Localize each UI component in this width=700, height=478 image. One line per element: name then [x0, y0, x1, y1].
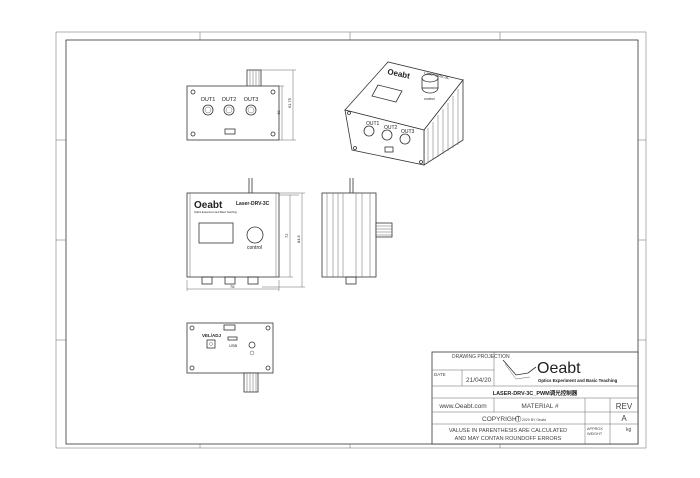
- drawing-title: LASER-DRV-3C_PWM调光控制器: [493, 389, 578, 397]
- inner-border: [65, 39, 639, 445]
- drawing-projection-label: DRAWING PROJECTION: [452, 354, 510, 360]
- dimension-label: 76: [230, 284, 235, 289]
- side-view: [321, 178, 393, 285]
- bottom-view: VEL/ADJ USB: [186, 322, 274, 393]
- brand-logo: Oeabt: [194, 200, 223, 211]
- port-label: OUT3: [244, 97, 259, 103]
- weight-label: WEIGHT: [587, 432, 603, 436]
- logo-text: Oeabt: [537, 360, 581, 377]
- brand-subtitle: Optics Experiment and Basic Teaching: [194, 211, 237, 214]
- rev-value: A: [621, 414, 627, 423]
- usb-label: USB: [229, 343, 238, 348]
- dimension-label: 40: [276, 110, 281, 115]
- logo-subtitle: Optics Experiment and Basic Teaching: [538, 378, 618, 383]
- model-label: Laser-DRV-3C: [236, 201, 270, 207]
- rear-view: OUT1 OUT2 OUT3 40 61.75: [186, 69, 296, 141]
- copyright-label: COPYRIGHT: [482, 416, 521, 423]
- port-label: OUT1: [201, 97, 216, 103]
- date-value: 21/04/20: [466, 377, 492, 384]
- port-label: OUT2: [384, 125, 398, 131]
- title-block: DRAWING PROJECTION DATE 21/04/20 Oeabt O…: [431, 351, 639, 445]
- note-line-1: VALUSE IN PARENTHESIS ARE CALCULATED: [449, 428, 567, 434]
- rev-label: REV: [616, 402, 633, 411]
- border-ticks: [56, 32, 646, 448]
- model-label: Laser-DRV-3C: [424, 70, 451, 80]
- front-view: Oeabt Optics Experiment and Basic Teachi…: [186, 178, 305, 291]
- isometric-view: Oeabt Laser-DRV-3C control OUT1 OUT2 OUT…: [344, 61, 464, 166]
- date-label: DATE: [434, 372, 446, 377]
- material-label: MATERIAL #: [521, 403, 559, 410]
- website-label: www.Oeabt.com: [438, 403, 486, 410]
- port-label: OUT3: [401, 129, 415, 135]
- dimension-label: 61.75: [287, 97, 292, 108]
- power-label: VEL/ADJ: [202, 333, 222, 338]
- weight-unit: kg: [626, 427, 632, 433]
- knob-label: control: [247, 245, 262, 251]
- dimension-label: 84.5: [296, 234, 301, 243]
- dimension-label: 72: [284, 233, 289, 238]
- port-label: OUT1: [366, 121, 380, 127]
- note-line-2: AND MAY CONTAN ROUNDOFF ERRORS: [455, 436, 562, 442]
- knob-label: control: [424, 97, 435, 101]
- weight-label: APPROX: [587, 427, 603, 431]
- logo-icon: [502, 359, 537, 380]
- port-label: OUT2: [222, 97, 237, 103]
- copyright-small: 2020 BY Oeabt: [522, 418, 546, 422]
